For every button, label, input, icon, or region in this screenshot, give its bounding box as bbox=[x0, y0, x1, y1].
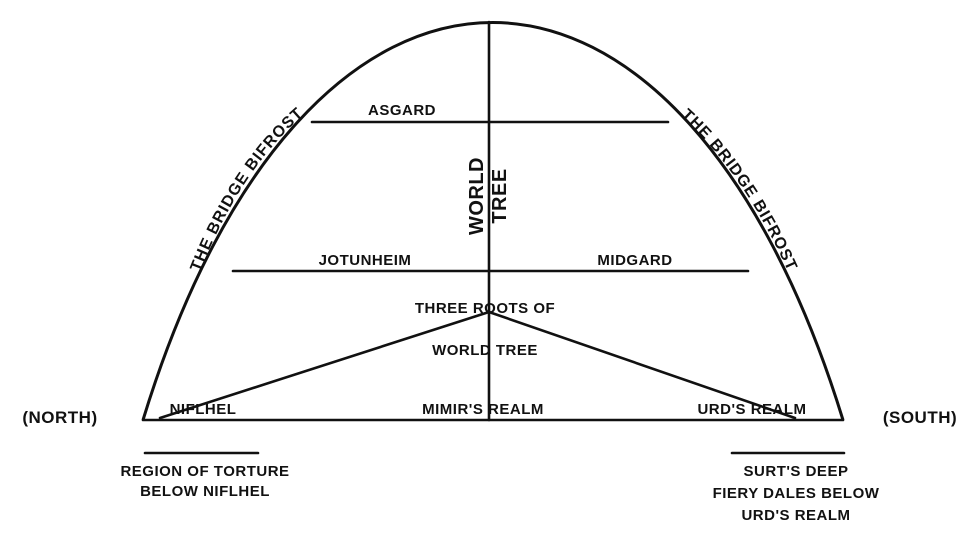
south-label: (SOUTH) bbox=[883, 408, 957, 427]
bifrost-right-label: THE BRIDGE BIFROST bbox=[678, 106, 800, 274]
three-roots-label-1: THREE ROOTS OF bbox=[415, 300, 555, 317]
niflhel-label: NIFLHEL bbox=[170, 401, 237, 418]
root-to-niflhel bbox=[158, 310, 491, 420]
mimirs-realm-label: MIMIR'S REALM bbox=[422, 401, 544, 418]
midgard-label: MIDGARD bbox=[597, 252, 672, 269]
world-tree-label-1: WORLD bbox=[466, 157, 488, 235]
torture-label-2: BELOW NIFLHEL bbox=[140, 483, 270, 500]
root-to-urds-realm bbox=[487, 310, 797, 420]
surt-label-1: SURT'S DEEP bbox=[744, 463, 849, 480]
urds-realm-label: URD'S REALM bbox=[697, 401, 806, 418]
north-label: (NORTH) bbox=[22, 408, 97, 427]
torture-label-1: REGION OF TORTURE bbox=[120, 463, 289, 480]
bifrost-arch bbox=[141, 21, 845, 421]
three-roots-label-2: WORLD TREE bbox=[432, 342, 538, 359]
jotunheim-label: JOTUNHEIM bbox=[319, 252, 412, 269]
asgard-label: ASGARD bbox=[368, 102, 436, 119]
surt-label-2: FIERY DALES BELOW bbox=[713, 485, 880, 502]
surt-label-3: URD'S REALM bbox=[741, 507, 850, 524]
world-tree-label-2: TREE bbox=[489, 168, 511, 223]
